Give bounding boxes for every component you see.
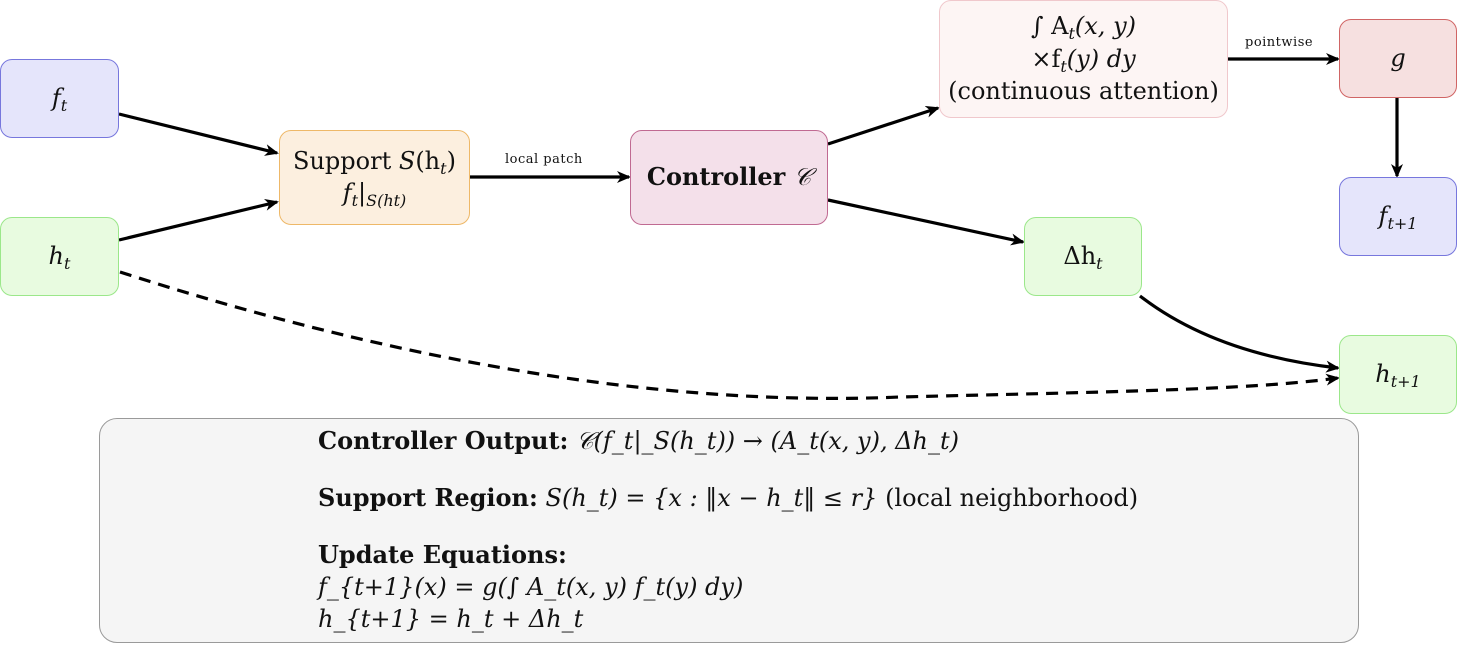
summary-box: Controller Output: 𝒞(f_t|_S(h_t)) → (A_t… — [99, 418, 1359, 643]
support-line2: ft|S(ht) — [342, 178, 407, 210]
node-f-t: ft — [0, 59, 119, 138]
edge-label-pointwise: pointwise — [1245, 35, 1314, 50]
edge-controller-to-delta-h — [827, 198, 1025, 246]
support-line1: Support S(ht) — [293, 147, 456, 179]
node-continuous-attention: ∫ At(x, y) ×ft(y) dy (continuous attenti… — [939, 0, 1228, 118]
attention-line3: (continuous attention) — [948, 77, 1219, 106]
edge-ht-to-h-next-dashed — [119, 270, 1340, 401]
edge-ht-to-support — [118, 198, 279, 242]
edge-delta-h-to-h-next — [1139, 294, 1340, 373]
node-support: Support S(ht) ft|S(ht) — [279, 130, 470, 225]
edge-controller-to-attention — [827, 106, 940, 146]
summary-update-label: Update Equations: — [318, 540, 567, 569]
summary-controller-output: Controller Output: 𝒞(f_t|_S(h_t)) → (A_t… — [318, 426, 960, 455]
edge-ft-to-support — [118, 112, 279, 156]
summary-update-eq2: h_{t+1} = h_t + Δh_t — [318, 605, 584, 633]
summary-support-region: Support Region: S(h_t) = {x : ‖x − h_t‖ … — [318, 483, 1139, 512]
attention-line1: ∫ At(x, y) — [1031, 12, 1136, 44]
node-f-next: ft+1 — [1339, 177, 1457, 256]
node-delta-h: Δht — [1024, 217, 1142, 296]
node-controller: Controller 𝒞 — [630, 130, 828, 225]
node-h-next: ht+1 — [1339, 335, 1457, 414]
attention-line2: ×ft(y) dy — [1031, 44, 1136, 76]
node-g: g — [1339, 19, 1457, 98]
summary-update-eq1: f_{t+1}(x) = g(∫ A_t(x, y) f_t(y) dy) — [318, 573, 744, 601]
edge-label-local-patch: local patch — [505, 152, 583, 167]
node-h-t: ht — [0, 217, 119, 296]
